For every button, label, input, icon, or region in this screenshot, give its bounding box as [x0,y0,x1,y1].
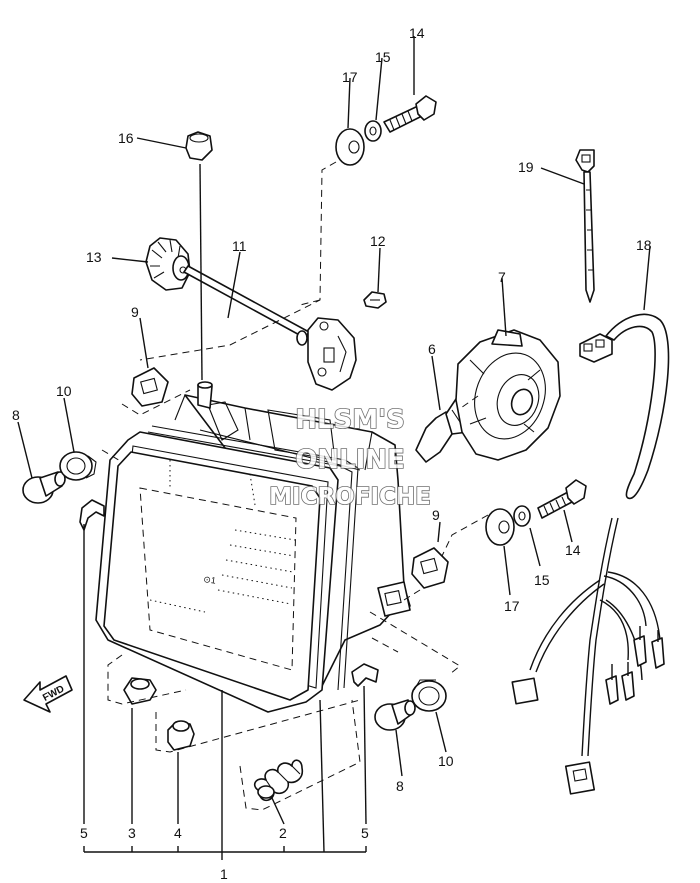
callout-8-right: 8 [396,778,404,794]
callout-5-right: 5 [361,825,369,841]
clip-right [351,663,379,687]
callout-14-right: 14 [565,542,581,558]
washer-15-right [513,505,531,527]
socket-cap-4 [167,720,195,751]
bolt-14-right [537,479,587,519]
callout-4: 4 [174,825,182,841]
callout-13: 13 [86,249,102,265]
rubber-washer-9-right [411,547,449,589]
callout-9-left: 9 [131,304,139,320]
callout-17-top: 17 [342,69,358,85]
damper-cap-16 [185,131,213,161]
collar-17-right [485,508,515,546]
callout-2: 2 [279,825,287,841]
adjuster-knob-13 [145,237,191,291]
leader-lines [17,36,651,860]
callout-11: 11 [232,238,247,254]
callout-10-right: 10 [438,753,454,769]
callout-15-top: 15 [375,49,391,65]
clip-left [79,499,105,531]
collar-17-top [335,128,365,166]
adjuster-shaft-11 [183,265,310,346]
watermark-line-3: MICROFICHE [269,484,431,510]
bulb-cover-7 [455,329,561,461]
callout-8-left: 8 [12,407,20,423]
watermark-line-1: HLSM'S [295,405,405,435]
callout-1: 1 [220,866,228,882]
alignment-dashes [101,161,489,811]
callout-10-left: 10 [56,383,72,399]
watermark: HLSM'S ONLINE MICROFICHE [268,404,431,511]
socket-cap-3 [123,677,157,705]
callout-15-right: 15 [534,572,550,588]
forward-direction-arrow: FWD [23,675,73,713]
callout-19: 19 [518,159,534,175]
grommet-8-left [22,471,66,504]
callout-17-right: 17 [504,598,520,614]
callout-9-right: 9 [432,507,440,523]
lens-mark: ⊙1 [203,574,217,586]
headlight-body-housing [174,381,411,696]
headlight-lens: ⊙1 [95,425,359,713]
callout-14-top: 14 [409,25,425,41]
callout-16: 16 [118,130,134,146]
adjuster-spring [253,759,304,802]
callout-5-left: 5 [80,825,88,841]
damper-10-right [411,679,447,712]
wire-harness [511,517,665,795]
bolt-14-top [383,95,437,133]
callout-6: 6 [428,341,436,357]
callout-7: 7 [498,269,506,285]
callout-3: 3 [128,825,136,841]
cable-tie-19 [575,149,595,303]
damper-10-left [59,451,97,481]
adjuster-bracket [307,317,357,391]
grommet-8-right [374,699,416,731]
rubber-washer-9-left [131,367,169,407]
callout-numbers: 1 2 3 4 5 5 6 7 8 8 9 9 10 10 11 12 13 1… [12,25,652,882]
headlight-lead-18 [579,313,670,500]
callout-18: 18 [636,237,652,253]
washer-15-top [364,120,382,142]
callout-12: 12 [370,233,386,249]
watermark-line-2: ONLINE [295,445,405,475]
screw-12 [363,291,387,309]
